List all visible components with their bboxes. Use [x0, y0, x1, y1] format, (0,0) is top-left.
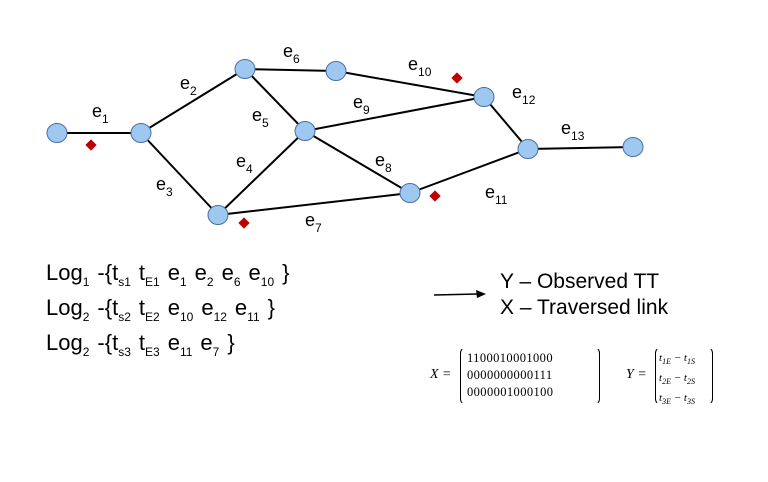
sensor-marker: [429, 190, 441, 202]
edge-label-7: e7: [305, 210, 322, 235]
matrix-x-rows: 1100010001000 0000000000111 0000001000100: [467, 350, 553, 401]
node-n3: [234, 59, 256, 79]
edge-11: [409, 148, 529, 194]
edge-5: [244, 68, 306, 132]
edge-label-6: e6: [283, 41, 300, 66]
edge-4: [217, 130, 306, 216]
right-arrow-icon: [433, 290, 486, 298]
edge-label-1: e1: [92, 101, 109, 126]
edge-6: [244, 68, 337, 72]
edge-9: [304, 96, 485, 132]
matrix-x-row: 1100010001000: [467, 351, 553, 365]
node-n10: [622, 137, 644, 157]
edge-2: [140, 68, 246, 134]
road-network-diagram: e1 e2 e3 e4 e5 e6 e7 e8 e9 e10 e11 e12 e13: [46, 41, 644, 235]
matrix-x-row: 0000001000100: [467, 385, 554, 399]
legend-y: Y – Observed TT: [500, 270, 660, 293]
matrix-x: X = 1100010001000 0000000000111 0000001000…: [430, 345, 610, 407]
edge-label-5: e5: [252, 105, 269, 130]
edge-3: [140, 132, 219, 216]
edge-12: [483, 96, 529, 150]
edge-label-3: e3: [156, 174, 173, 199]
sensor-marker: [85, 139, 97, 151]
matrix-y-row: t3E − t3S: [659, 392, 695, 407]
edge-label-2: e2: [180, 73, 197, 98]
matrix-y-row: t1E − t1S: [659, 352, 695, 367]
edge-8: [304, 130, 411, 194]
node-n2: [130, 123, 152, 143]
edge-label-10: e10: [408, 54, 432, 79]
node-n5: [294, 121, 316, 141]
edge-label-13: e13: [561, 118, 585, 143]
node-n6: [207, 205, 229, 225]
edge-label-8: e8: [375, 150, 392, 175]
sensor-marker: [451, 72, 463, 84]
edge-label-11: e11: [485, 182, 508, 207]
matrix-y-row: t2E − t2S: [659, 372, 695, 387]
node-n1: [46, 123, 68, 143]
matrix-y-label: Y =: [626, 367, 647, 382]
edge-label-12: e12: [512, 82, 536, 107]
edge-label-4: e4: [236, 151, 253, 176]
legend-x: X – Traversed link: [500, 296, 669, 319]
matrix-y: Y = t1E − t1S t2E − t2S t3E − t3S: [626, 345, 736, 407]
node-n7: [399, 183, 421, 203]
node-n9: [517, 139, 539, 159]
matrix-y-rows: t1E − t1S t2E − t2S t3E − t3S: [659, 350, 695, 411]
matrix-x-label: X =: [430, 367, 452, 382]
edge-10: [335, 70, 485, 98]
edge-13: [527, 146, 634, 150]
node-n8: [473, 87, 495, 107]
sensor-marker: [238, 217, 250, 229]
edge-label-9: e9: [353, 92, 370, 117]
edge-7: [217, 192, 411, 216]
matrix-x-row: 0000000000111: [467, 368, 553, 382]
node-n4: [325, 61, 347, 81]
